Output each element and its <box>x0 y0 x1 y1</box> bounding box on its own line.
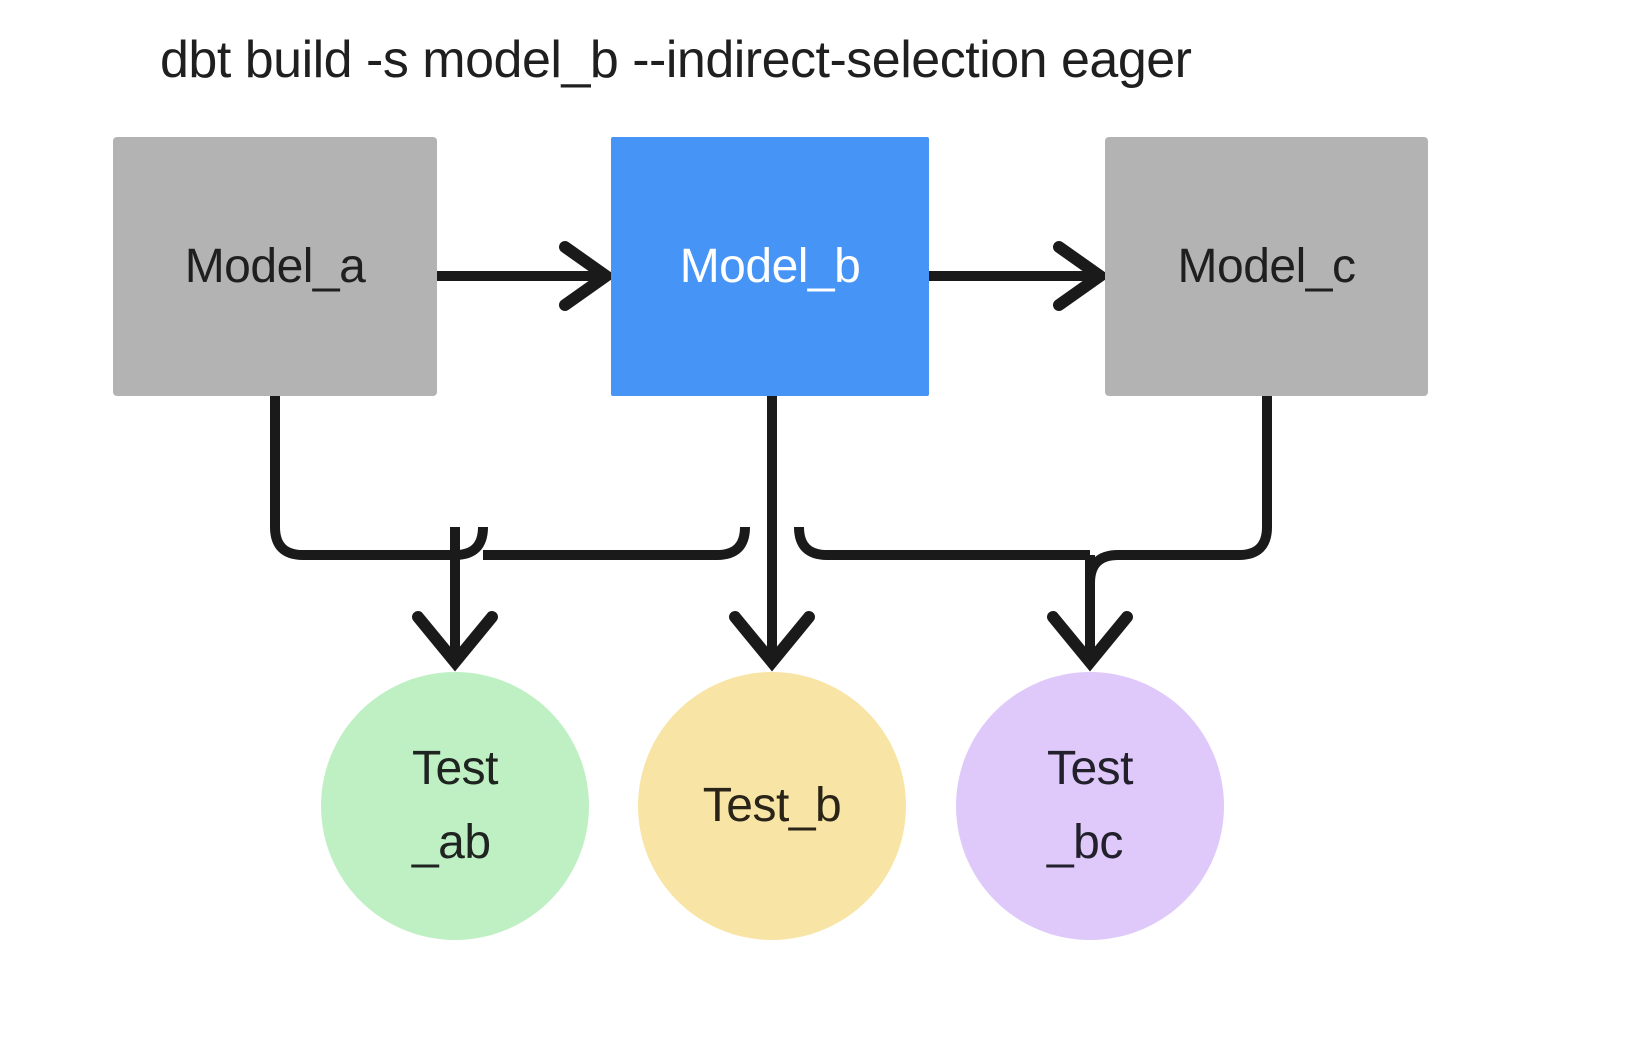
edge-model-c-to-test-bc <box>1085 396 1272 584</box>
node-test-b[interactable]: Test_b <box>638 672 906 940</box>
node-model-b[interactable]: Model_b <box>611 137 929 396</box>
arrow-into-test-bc <box>1047 555 1133 672</box>
edge-model-a-to-model-b <box>437 241 617 311</box>
node-model-c-label: Model_c <box>1177 239 1356 293</box>
arrow-into-test-ab <box>412 527 498 672</box>
page-title: dbt build -s model_b --indirect-selectio… <box>160 31 1192 89</box>
node-test-ab[interactable]: Test _ab <box>321 672 589 940</box>
node-model-a[interactable]: Model_a <box>113 137 437 396</box>
edge-model-b-to-test-b <box>729 396 815 672</box>
node-model-a-label: Model_a <box>184 239 366 293</box>
edge-model-b-to-test-bc <box>794 526 1090 560</box>
node-model-c[interactable]: Model_c <box>1105 137 1428 396</box>
node-test-b-label: Test_b <box>702 779 842 832</box>
edge-model-a-to-test-ab <box>270 396 455 560</box>
node-test-bc-label: Test _bc <box>1046 741 1134 869</box>
node-test-bc[interactable]: Test _bc <box>956 672 1224 940</box>
node-test-ab-label: Test _ab <box>411 741 499 869</box>
edge-model-b-to-model-c <box>929 241 1111 311</box>
node-model-b-label: Model_b <box>679 239 861 293</box>
edge-model-b-to-test-ab <box>454 526 750 560</box>
